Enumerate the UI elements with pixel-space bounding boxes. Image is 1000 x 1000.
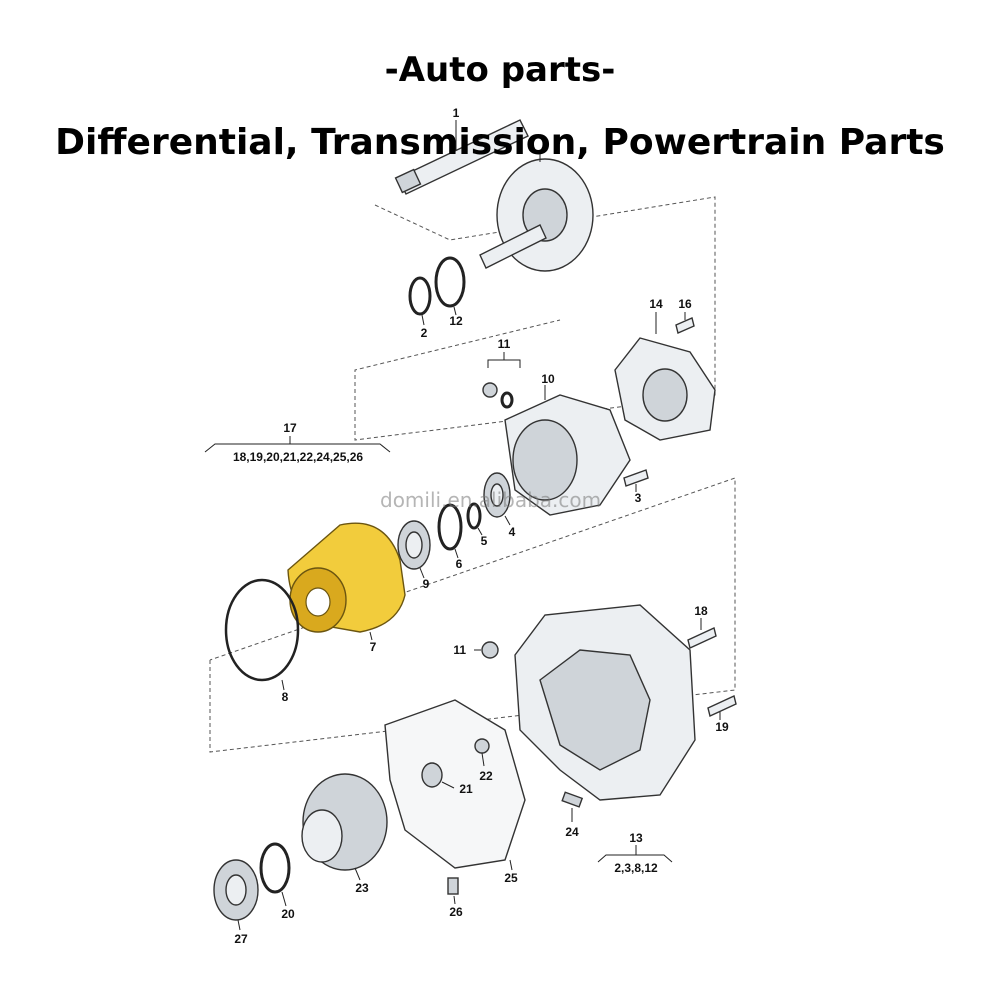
part-21-washer xyxy=(421,762,455,789)
callout-10: 10 xyxy=(541,372,555,386)
part-2-ring xyxy=(408,276,432,326)
watermark: domili.en.alibaba.com xyxy=(380,488,602,512)
callout-18: 18 xyxy=(694,604,708,618)
callout-19: 19 xyxy=(715,720,729,734)
page-title: -Auto parts- xyxy=(384,50,616,90)
part-4-seal xyxy=(483,472,511,526)
callout-23: 23 xyxy=(355,881,369,895)
part-8-o-ring xyxy=(224,578,300,691)
part-gearbox-housing xyxy=(514,604,696,801)
callout-6: 6 xyxy=(456,557,463,571)
part-11-bolt-lower xyxy=(474,641,499,659)
callout-24: 24 xyxy=(565,825,579,839)
part-7-differential-highlighted xyxy=(287,522,406,641)
callout-4: 4 xyxy=(509,525,516,539)
callout-7: 7 xyxy=(370,640,377,654)
callout-1: 1 xyxy=(453,106,460,120)
part-16-bolt xyxy=(675,312,695,334)
part-22-bolt xyxy=(474,738,490,767)
callout-13: 13 xyxy=(629,831,643,845)
callout-21: 21 xyxy=(459,782,473,796)
callout-22: 22 xyxy=(479,769,493,783)
callout-11-top: 11 xyxy=(498,337,511,351)
part-14-bracket xyxy=(614,312,716,441)
callout-14: 14 xyxy=(649,297,663,311)
callout-group-17: 18,19,20,21,22,24,25,26 xyxy=(233,450,363,464)
callout-20: 20 xyxy=(281,907,295,921)
callout-3: 3 xyxy=(635,491,642,505)
part-23-gear xyxy=(301,773,388,881)
callout-17: 17 xyxy=(283,421,297,435)
part-3-bolt xyxy=(623,469,649,492)
callout-2: 2 xyxy=(421,326,428,340)
callout-27: 27 xyxy=(234,932,248,946)
part-6-ring xyxy=(437,503,463,559)
part-27-bearing xyxy=(213,859,259,931)
callout-25: 25 xyxy=(504,871,518,885)
part-20-ring xyxy=(259,842,291,907)
assembly-frame-lower xyxy=(209,477,736,753)
part-11-group-top xyxy=(482,352,521,409)
part-1-input-shaft xyxy=(394,119,529,195)
callout-26: 26 xyxy=(449,905,463,919)
part-24-pin xyxy=(561,791,584,822)
part-12-ring xyxy=(434,256,466,316)
page-subtitle: Differential, Transmission, Powertrain P… xyxy=(55,122,945,163)
part-19-bolt xyxy=(707,695,737,720)
part-17-group xyxy=(204,436,391,453)
callout-group-13: 2,3,8,12 xyxy=(614,861,658,875)
callout-8: 8 xyxy=(282,690,289,704)
part-10-housing xyxy=(504,385,631,516)
callout-12: 12 xyxy=(449,314,463,328)
part-26-pin xyxy=(447,877,459,905)
part-18-bolt xyxy=(687,618,717,649)
part-9-bearing xyxy=(397,520,431,579)
callout-5: 5 xyxy=(481,534,488,548)
part-flange-assembly xyxy=(479,150,594,272)
callout-11-lower: 11 xyxy=(453,643,466,657)
part-5-ring xyxy=(466,502,483,536)
callout-9: 9 xyxy=(423,577,430,591)
part-25-cover-gasket xyxy=(384,699,526,871)
callout-16: 16 xyxy=(678,297,692,311)
part-13-group xyxy=(597,845,673,863)
